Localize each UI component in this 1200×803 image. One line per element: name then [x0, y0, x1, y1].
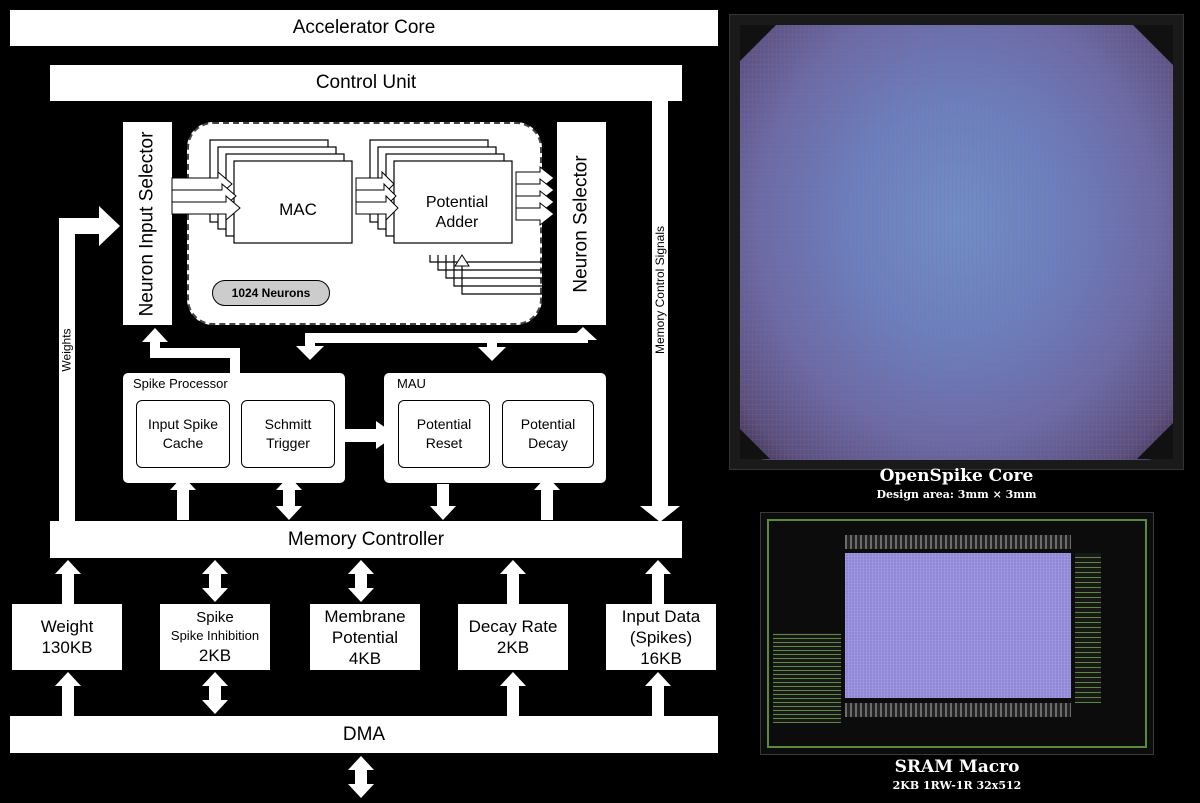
memory-weight-line2: 130KB — [41, 638, 93, 657]
sram-macro-left-logic — [773, 633, 841, 723]
neuron-input-selector: Neuron Input Selector — [123, 122, 172, 325]
memory-membrane-line2: Potential — [331, 627, 399, 647]
mau-title: MAU — [397, 376, 426, 391]
potential-reset: Potential Reset — [398, 400, 490, 468]
input-spike-cache: Input Spike Cache — [136, 400, 230, 468]
sram-macro-top-strip — [845, 535, 1071, 549]
neuron-selector: Neuron Selector — [557, 122, 606, 325]
sram-macro-title: SRAM Macro — [894, 757, 1020, 777]
memory-membrane-line1: Membrane — [324, 606, 406, 626]
potential-adder-label: Potential Adder — [425, 194, 489, 231]
accelerator-core-bar: Accelerator Core — [10, 10, 718, 46]
sram-macro-bottom-strip — [845, 703, 1071, 717]
memory-input-data: Input Data (Spikes) 16KB — [606, 604, 716, 670]
memory-decay-rate: Decay Rate 2KB — [458, 604, 568, 670]
sram-macro-image — [760, 512, 1154, 755]
sram-macro-subtitle: 2KB 1RW-1R 32x512 — [892, 779, 1022, 792]
schmitt-trigger: Schmitt Trigger — [241, 400, 335, 468]
dma-bar: DMA — [10, 716, 718, 753]
memory-weight-line1: Weight — [40, 617, 94, 636]
potential-decay: Potential Decay — [502, 400, 594, 468]
memory-input-line2: (Spikes) — [629, 627, 693, 647]
memory-membrane-line3: 4KB — [348, 648, 382, 668]
sram-macro-right-logic — [1075, 553, 1101, 703]
memory-membrane-potential: Membrane Potential 4KB — [310, 604, 420, 670]
openspike-core-title: OpenSpike Core — [879, 466, 1034, 486]
control-unit-bar: Control Unit — [50, 65, 682, 101]
memory-input-line1: Input Data — [621, 606, 701, 626]
spike-processor-title: Spike Processor — [133, 376, 228, 391]
openspike-core-die — [740, 25, 1173, 460]
sram-macro-array — [845, 553, 1071, 698]
openspike-core-subtitle: Design area: 3mm × 3mm — [876, 488, 1037, 501]
memory-control-signals-label: Memory Control Signals — [648, 200, 672, 380]
memory-decay-line1: Decay Rate — [468, 617, 558, 636]
weights-label-text: Weights — [60, 328, 75, 372]
memory-controller-bar: Memory Controller — [50, 521, 682, 558]
memory-spike-line1: Spike — [196, 609, 234, 626]
memory-decay-line2: 2KB — [496, 638, 530, 657]
sram-macro-border — [767, 519, 1147, 748]
memory-spike-line2: Spike Inhibition — [170, 628, 260, 643]
memory-spike-line3: 2KB — [198, 646, 232, 665]
memory-control-signals-text: Memory Control Signals — [653, 225, 668, 355]
mac-label: MAC — [279, 200, 317, 219]
openspike-core-image — [729, 14, 1184, 470]
weights-label: Weights — [55, 320, 79, 380]
memory-input-line3: 16KB — [640, 648, 682, 668]
neuron-count-badge: 1024 Neurons — [212, 280, 330, 306]
memory-spike: Spike Spike Inhibition 2KB — [160, 604, 270, 670]
memory-weight: Weight 130KB — [12, 604, 122, 670]
